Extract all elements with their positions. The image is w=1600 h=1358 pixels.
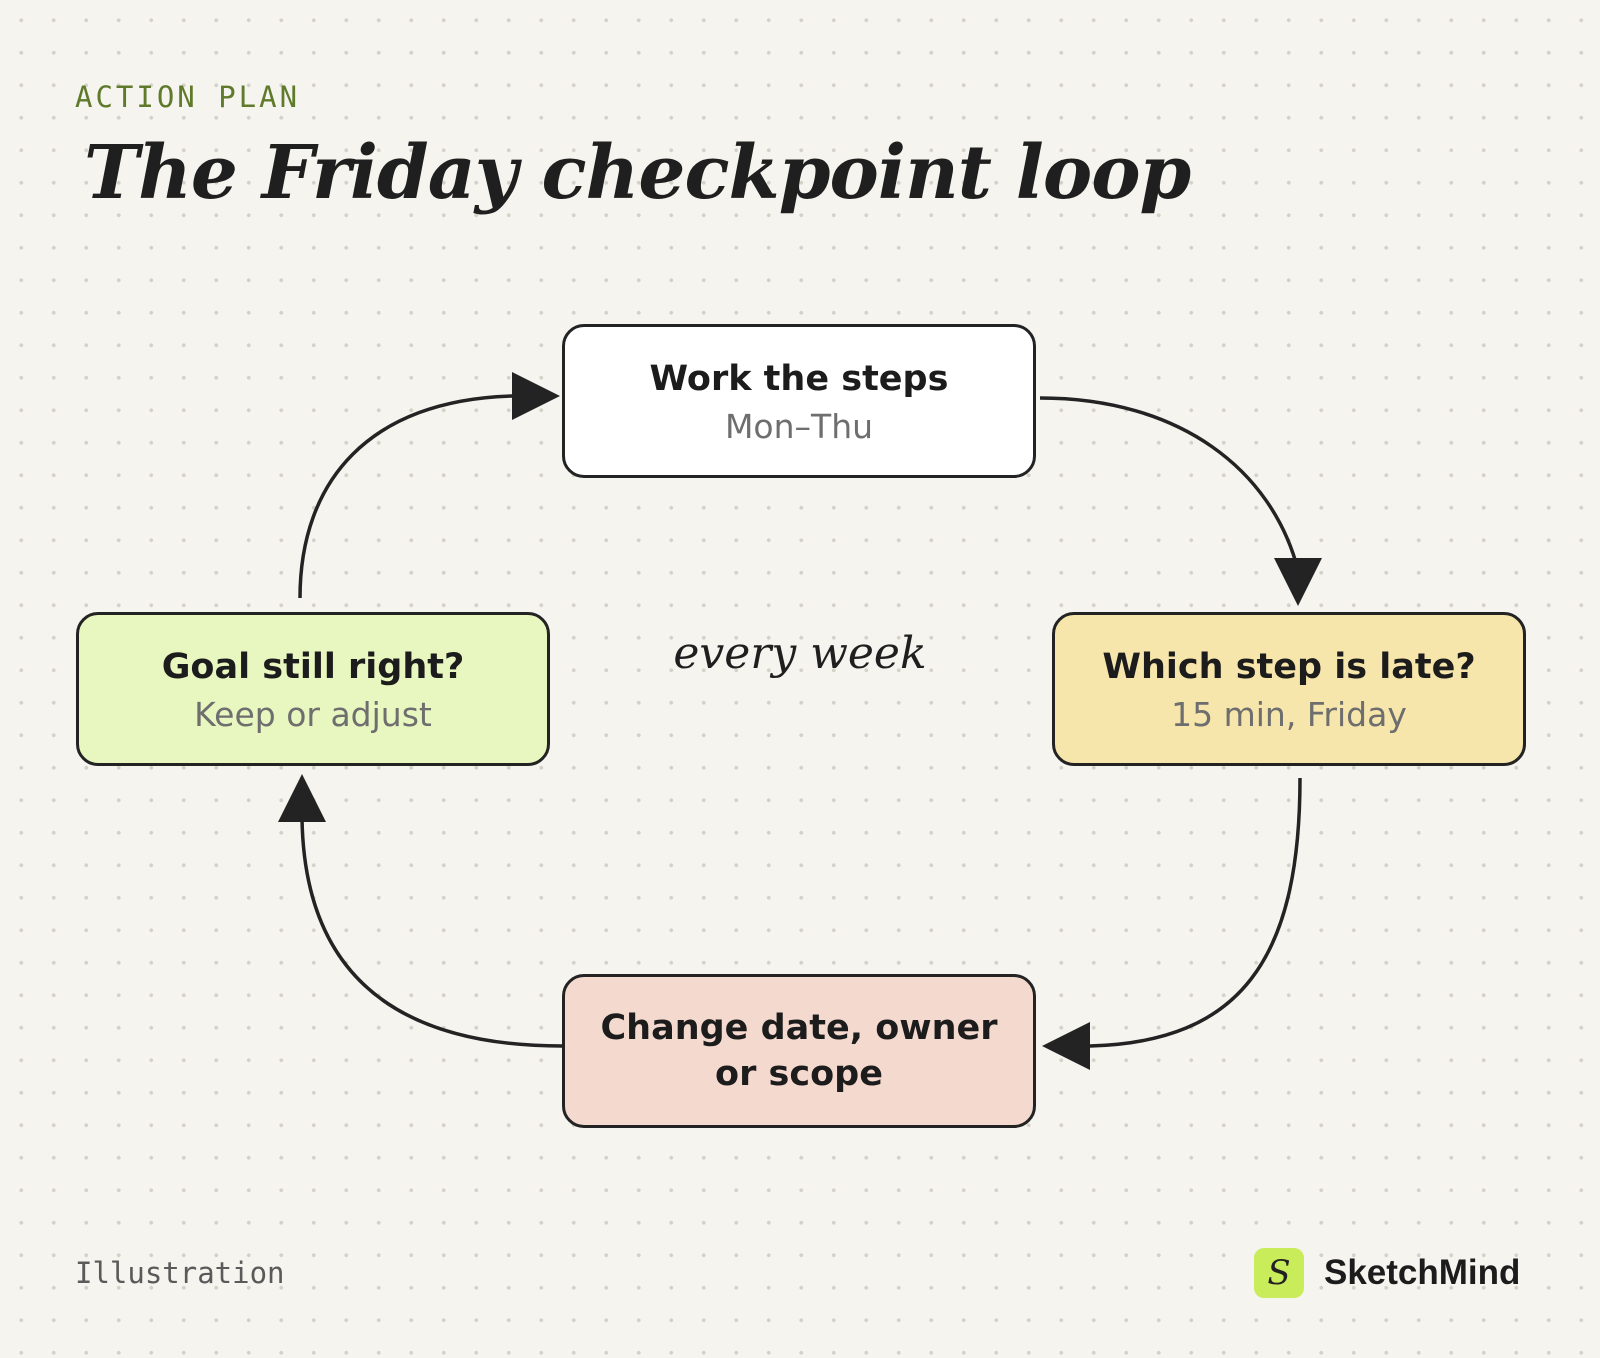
- connector-work-to-late: [1039, 396, 1300, 571]
- node-change-date-owner-scope: Change date, owner or scope: [562, 974, 1036, 1128]
- brand-mark-icon: S: [1254, 1248, 1304, 1298]
- node-goal-still-right: Goal still right? Keep or adjust: [76, 612, 550, 766]
- connector-change-to-goal: [300, 817, 563, 1048]
- footer-illustration-label: Illustration: [75, 1256, 285, 1290]
- arrowhead-into-work: [512, 372, 560, 420]
- page-title: The Friday checkpoint loop: [84, 130, 1191, 216]
- brand-name: SketchMind: [1324, 1253, 1521, 1292]
- node-work-the-steps: Work the steps Mon–Thu: [562, 324, 1036, 478]
- node-subtitle: Mon–Thu: [724, 406, 874, 446]
- node-subtitle: 15 min, Friday: [1171, 694, 1407, 734]
- connector-late-to-change: [1089, 777, 1302, 1048]
- brand-logo: S SketchMind: [1254, 1248, 1520, 1298]
- arrowhead-into-change: [1042, 1022, 1090, 1070]
- node-title: Which step is late?: [1102, 647, 1476, 688]
- arrowhead-into-goal: [278, 774, 326, 822]
- connector-goal-to-work: [298, 394, 513, 599]
- node-title: Change date, owner or scope: [600, 1007, 998, 1094]
- node-which-step-is-late: Which step is late? 15 min, Friday: [1052, 612, 1526, 766]
- loop-frequency-label: every week: [673, 628, 927, 679]
- node-subtitle: Keep or adjust: [194, 694, 432, 734]
- node-title: Goal still right?: [161, 647, 465, 688]
- eyebrow-label: ACTION PLAN: [75, 80, 301, 114]
- arrowhead-into-late: [1274, 558, 1322, 606]
- node-title: Work the steps: [649, 359, 949, 400]
